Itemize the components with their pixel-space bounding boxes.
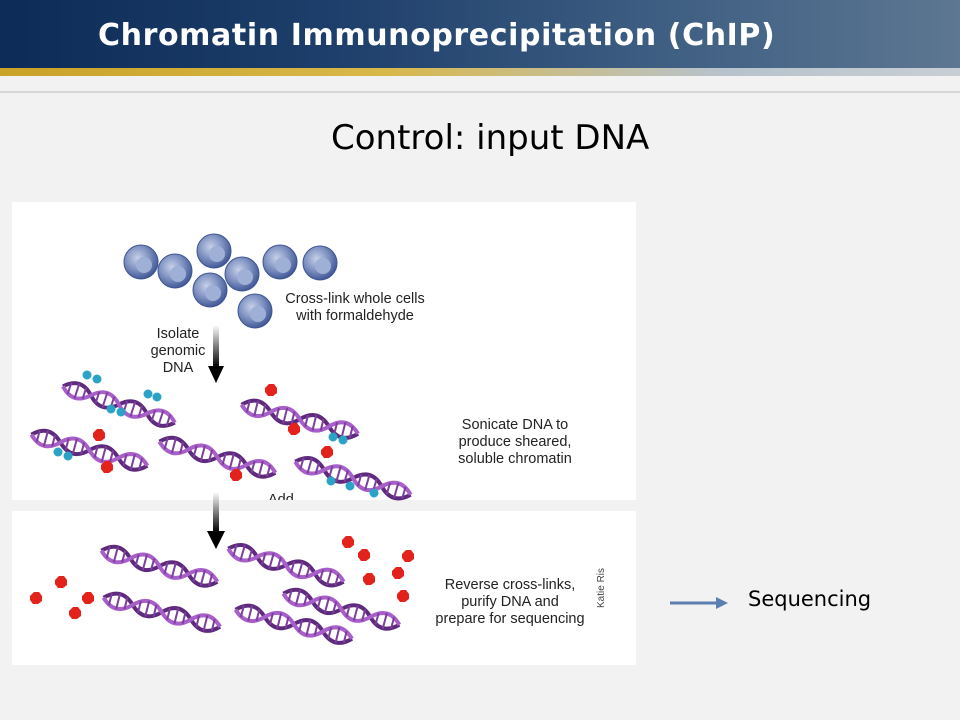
- dna-fragment: [27, 424, 152, 476]
- step-sonicate-label: Sonicate DNA to produce sheared, soluble…: [440, 417, 590, 468]
- dna-fragment: [155, 431, 280, 483]
- label-line: genomic: [150, 343, 206, 359]
- protein-red: [392, 567, 404, 579]
- protein-blue: [338, 435, 348, 445]
- protein-red: [397, 590, 409, 602]
- protein-red: [69, 607, 81, 619]
- protein-red: [82, 592, 94, 604]
- label-line: Sonicate DNA to: [461, 417, 569, 433]
- protein-red: [30, 592, 42, 604]
- protein-red: [55, 576, 67, 588]
- step-cut-label: Add: [268, 492, 294, 500]
- cell-icon: [192, 272, 228, 308]
- dna-fragment: [237, 394, 362, 444]
- label-line: with formaldehyde: [296, 308, 414, 324]
- protein-blue: [116, 407, 126, 417]
- protein-blue: [143, 389, 153, 399]
- process-arrow-icon: [208, 325, 224, 383]
- label-line: purify DNA and: [461, 594, 559, 610]
- protein-blue: [152, 392, 162, 402]
- label-line: Isolate: [156, 326, 200, 342]
- slide-subtitle: Control: input DNA: [331, 118, 650, 158]
- protein-blue: [326, 476, 336, 486]
- protein-blue: [328, 432, 338, 442]
- dna-fragment: [97, 540, 222, 592]
- protein-blue: [369, 488, 379, 498]
- dna-fragment: [279, 583, 404, 635]
- protein-blue: [53, 447, 63, 457]
- protein-red: [402, 550, 414, 562]
- dna-fragment: [231, 599, 356, 649]
- sequencing-label: Sequencing: [748, 587, 872, 611]
- divider-line: [0, 91, 960, 93]
- protein-red: [342, 536, 354, 548]
- diagram-panel-bottom: [12, 511, 636, 665]
- label-line: produce sheared,: [458, 434, 572, 450]
- protein-red: [93, 429, 105, 441]
- sheared-chromatin: [27, 370, 415, 505]
- cell-icon: [224, 256, 260, 292]
- label-line: DNA: [162, 360, 194, 376]
- purified-dna: [30, 536, 414, 649]
- cell-icon: [302, 245, 338, 281]
- protein-blue: [345, 481, 355, 491]
- step-reverse-label: Reverse cross-links, purify DNA and prep…: [425, 577, 595, 628]
- protein-blue: [106, 404, 116, 414]
- step-isolate-label: Isolate genomic DNA: [140, 326, 216, 377]
- protein-blue: [92, 374, 102, 384]
- step-crosslink-label: Cross-link whole cells with formaldehyde: [270, 291, 440, 325]
- protein-red: [265, 384, 277, 396]
- cell-icon: [262, 244, 298, 280]
- protein-red: [358, 549, 370, 561]
- dna-fragment: [224, 538, 348, 592]
- cut-label-clip: Add: [262, 492, 322, 500]
- protein-red: [363, 573, 375, 585]
- image-credit: Katie Ris: [596, 567, 607, 608]
- sequencing-arrow-icon: [670, 597, 728, 609]
- title-bar: Chromatin Immunoprecipitation (ChIP): [0, 0, 960, 68]
- cell-icon: [157, 253, 193, 289]
- cell-icon: [237, 293, 273, 329]
- accent-bar: [0, 68, 960, 76]
- cell-icon: [196, 233, 232, 269]
- slide-title: Chromatin Immunoprecipitation (ChIP): [98, 18, 776, 53]
- label-line: Cross-link whole cells: [285, 291, 425, 307]
- cell-icon: [123, 244, 159, 280]
- protein-blue: [82, 370, 92, 380]
- label-line: prepare for sequencing: [435, 611, 585, 627]
- label-line: soluble chromatin: [458, 451, 572, 467]
- cell-cluster: [123, 233, 338, 329]
- protein-blue: [63, 451, 73, 461]
- label-line: Reverse cross-links,: [444, 577, 576, 593]
- dna-fragment: [58, 376, 180, 433]
- protein-red: [321, 446, 333, 458]
- process-arrow-icon: [207, 492, 225, 549]
- dna-fragment: [99, 587, 224, 637]
